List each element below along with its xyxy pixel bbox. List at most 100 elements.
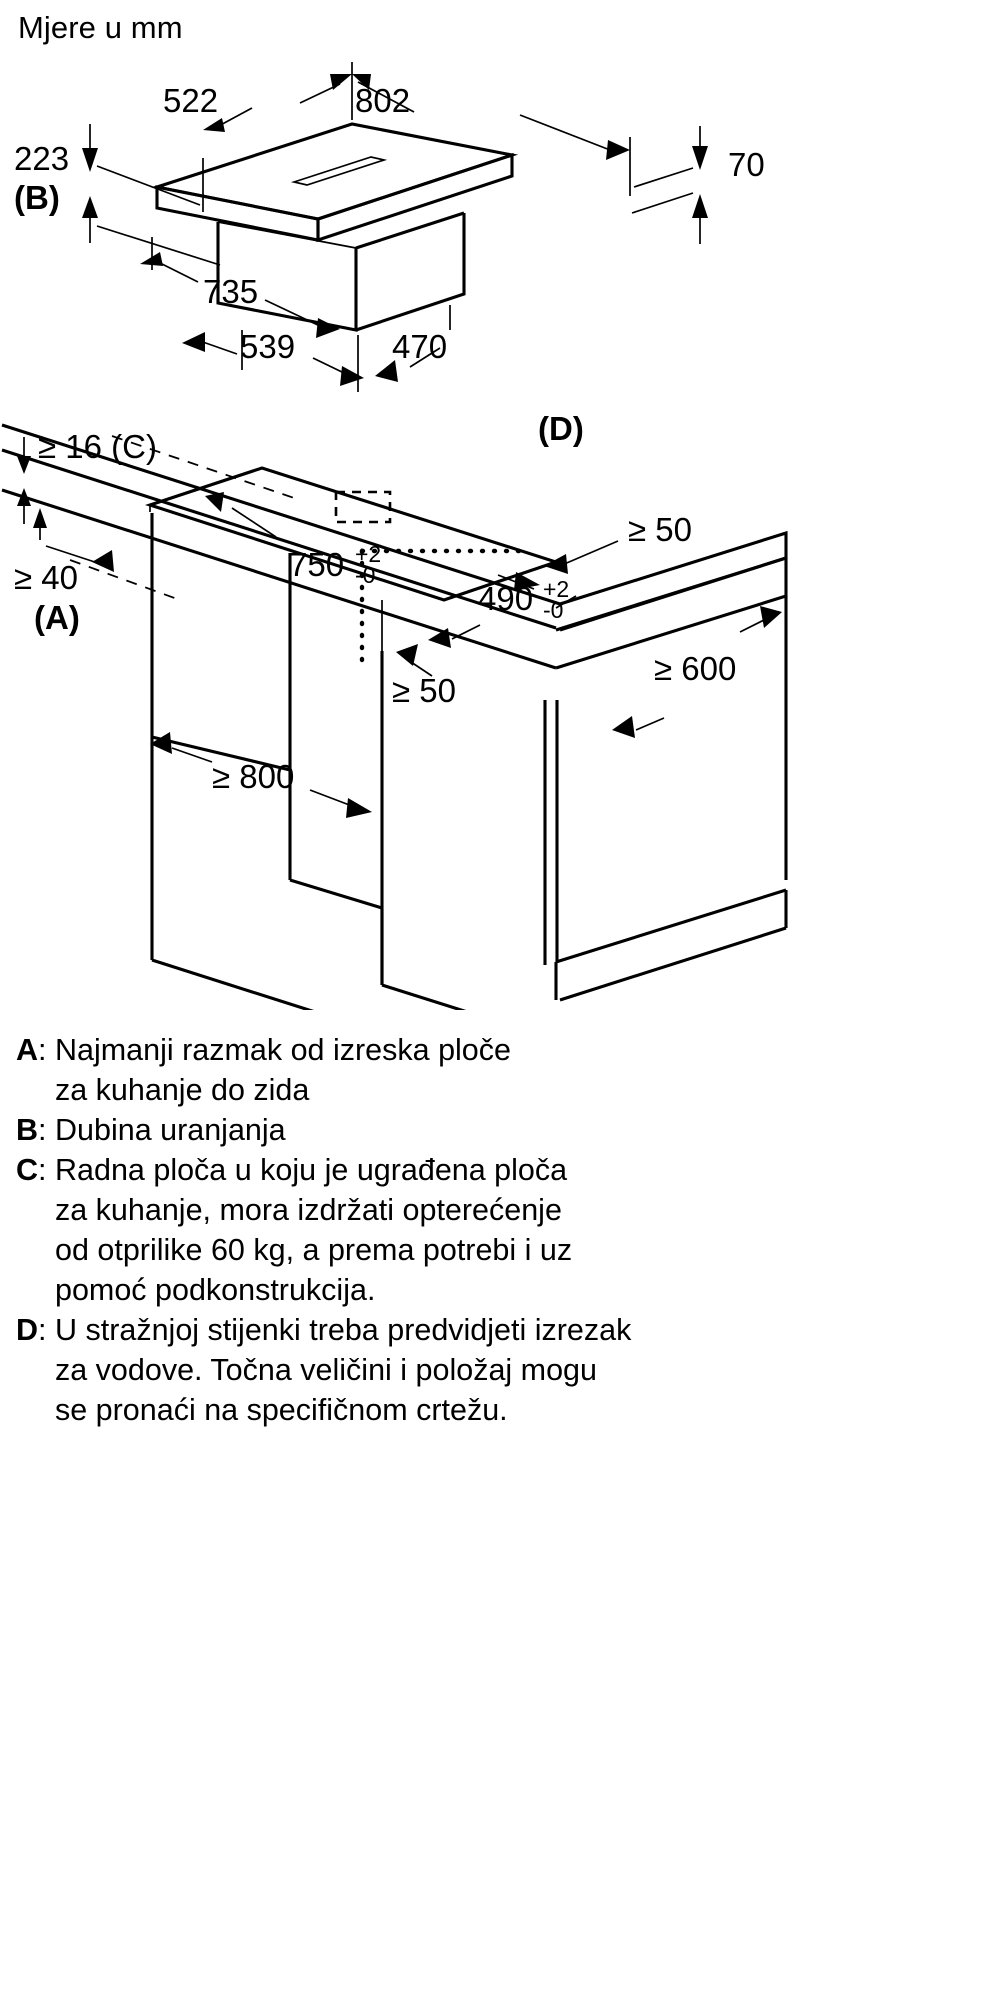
arrow-600-lower — [612, 716, 635, 738]
dim-50-right: ≥ 50 — [544, 511, 692, 574]
legend-colon-b: : — [38, 1113, 47, 1147]
dim-40-label: ≥ 40 — [14, 559, 78, 596]
arrow-40-right — [92, 550, 114, 572]
dim-800-label: ≥ 800 — [212, 758, 294, 795]
worktop-cabinet-assembly — [1, 423, 788, 1010]
dim-802-label: 802 — [355, 82, 410, 119]
top-dimension-lines: 522 802 223 (B) 70 — [14, 62, 765, 392]
arrow-735-right — [316, 318, 340, 338]
legend-key-a: A — [16, 1033, 39, 1067]
dim-cutout-depth: 490 +2 -0 — [428, 576, 577, 648]
arrow-223-up — [82, 196, 98, 218]
legend-colon-c: : — [38, 1153, 47, 1187]
rear-wall-cutout-dashed-box — [334, 490, 392, 524]
legend-item-b: B: Dubina uranjanja — [16, 1110, 982, 1150]
dim-600-label: ≥ 600 — [654, 650, 736, 687]
arrow-470-left — [375, 360, 398, 382]
dim-470-label: 470 — [392, 328, 447, 365]
leader-223-top — [96, 165, 201, 206]
legend-text-d: U stražnjoj stijenki treba predvidjeti i… — [55, 1313, 632, 1427]
dim-50-front-label: ≥ 50 — [392, 672, 456, 709]
hob-motor-box-hidden-top — [217, 221, 357, 249]
leader-490-left — [451, 624, 481, 640]
leader-802-right — [519, 114, 611, 151]
legend-list: A: Najmanji razmak od izreska ploče za k… — [16, 1030, 982, 1430]
dim-735-label: 735 — [203, 273, 258, 310]
legend-key-c: C — [16, 1153, 39, 1187]
arrow-490-left — [428, 628, 451, 648]
arrow-800-left — [150, 732, 172, 754]
dim-750-value: 750 — [289, 546, 344, 583]
worktop-back-top-edge — [1, 423, 561, 606]
worktop-right-top-front — [559, 556, 787, 632]
arrow-50-right — [544, 554, 568, 574]
arrow-735-left — [140, 252, 163, 266]
dim-16-label: ≥ 16 (C) — [38, 428, 157, 465]
dim-490-sup: +2 — [543, 576, 569, 602]
installation-diagram: 522 802 223 (B) 70 — [1, 62, 788, 1010]
leader-70-bottom — [631, 192, 694, 214]
hob-glass-edge-left — [155, 185, 320, 242]
dim-750-sub: -0 — [355, 562, 375, 588]
dim-cutout-width: 750 +2 -0 — [205, 492, 540, 651]
leader-735-left — [157, 261, 199, 283]
dim-750-sup: +2 — [355, 541, 381, 567]
cabinet-plinth-slope — [559, 926, 787, 1002]
arrow-50-front — [396, 644, 418, 666]
cabinet-bottom-mid — [381, 983, 467, 1010]
dim-50-right-label: ≥ 50 — [628, 511, 692, 548]
hob-motor-box-top-edge — [355, 211, 465, 250]
dim-50-front: ≥ 50 — [392, 644, 456, 709]
hob-vent-slot — [290, 156, 388, 186]
dim-600: ≥ 600 — [612, 606, 782, 738]
cabinet-shelf-edge — [289, 878, 383, 910]
arrow-16-up — [17, 488, 31, 506]
worktop-front-lower-edge — [1, 488, 557, 670]
arrow-223-down — [82, 148, 98, 172]
legend-item-d: D: U stražnjoj stijenki treba predvidjet… — [16, 1310, 982, 1430]
hidden-line-worktop-2 — [69, 559, 181, 601]
dim-522-label: 522 — [163, 82, 218, 119]
arrow-750-right — [514, 572, 540, 590]
legend-item-a: A: Najmanji razmak od izreska ploče za k… — [16, 1030, 982, 1110]
leader-223-bottom — [96, 225, 221, 266]
cabinet-bottom-front — [151, 958, 315, 1010]
leader-470-left — [409, 347, 441, 368]
legend-item-c: C: Radna ploča u koju je ugrađena ploča … — [16, 1150, 982, 1310]
dim-539-label: 539 — [240, 328, 295, 365]
arrow-539-right — [340, 366, 364, 386]
hob-motor-box-right-face — [355, 213, 466, 332]
hob-glass-edge-front — [316, 152, 514, 243]
arrow-522-right — [330, 74, 352, 90]
leader-70-top — [633, 167, 694, 188]
legend-text-c: Radna ploča u koju je ugrađena ploča za … — [55, 1153, 573, 1307]
dim-40-A: ≥ 40 (A) — [14, 508, 114, 636]
leader-539-left — [199, 340, 238, 355]
hidden-line-worktop — [111, 435, 301, 501]
dim-16-C: ≥ 16 (C) — [17, 428, 157, 524]
legend-text-a: Najmanji razmak od izreska ploče za kuha… — [55, 1033, 511, 1107]
dim-490-sub: -0 — [543, 597, 563, 623]
arrow-539-left — [182, 332, 205, 352]
dim-223-b-label: (B) — [14, 179, 60, 216]
legend-key-d: D — [16, 1313, 39, 1347]
dim-800: ≥ 800 — [150, 732, 372, 818]
arrow-750-left — [205, 492, 224, 512]
arrow-16-down — [17, 456, 31, 474]
arrow-802-right — [606, 140, 630, 160]
arrow-802-left — [352, 74, 371, 90]
leader-750-left — [231, 507, 277, 538]
hob-motor-box-left-face — [216, 222, 358, 332]
arrow-40-up — [33, 508, 47, 528]
arrow-522-left — [203, 118, 225, 132]
dim-40-a-label: (A) — [34, 599, 80, 636]
leader-800-left — [171, 747, 213, 763]
leader-800-right — [309, 789, 353, 807]
dim-490-value: 490 — [478, 580, 533, 617]
leader-539-right — [312, 357, 345, 374]
legend-colon-a: : — [38, 1033, 47, 1067]
leader-50-right — [561, 540, 619, 566]
leader-490-right — [555, 595, 577, 609]
cabinet-bottom-right-slope — [555, 888, 787, 964]
